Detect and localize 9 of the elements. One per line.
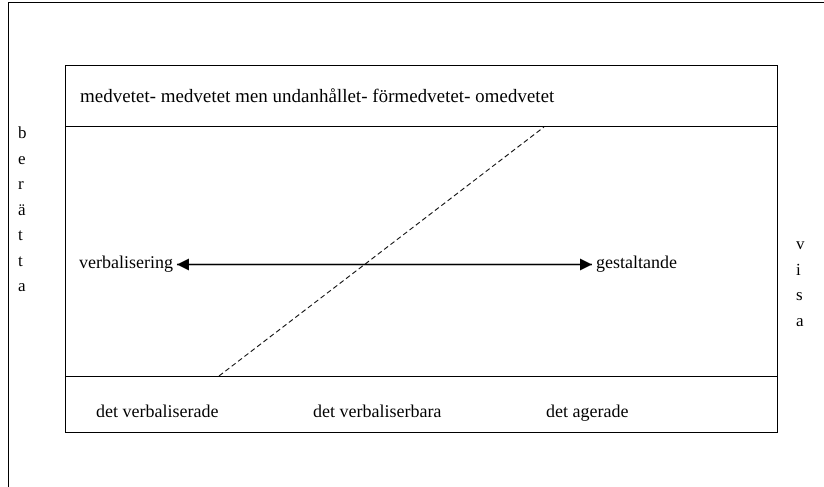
band-label: det verbaliserade bbox=[96, 401, 218, 422]
diagram-box bbox=[65, 65, 778, 433]
pole-label: gestaltande bbox=[596, 252, 677, 273]
double-arrow bbox=[176, 258, 592, 270]
band-label: det verbaliserbara bbox=[313, 401, 442, 422]
band-label: medvetet- medvetet men undanhållet- förmedvetet- omedvetet bbox=[80, 86, 554, 108]
band-label: det agerade bbox=[546, 401, 628, 422]
pole-label: verbalisering bbox=[79, 252, 173, 273]
vertical-label: berätta bbox=[18, 122, 24, 297]
